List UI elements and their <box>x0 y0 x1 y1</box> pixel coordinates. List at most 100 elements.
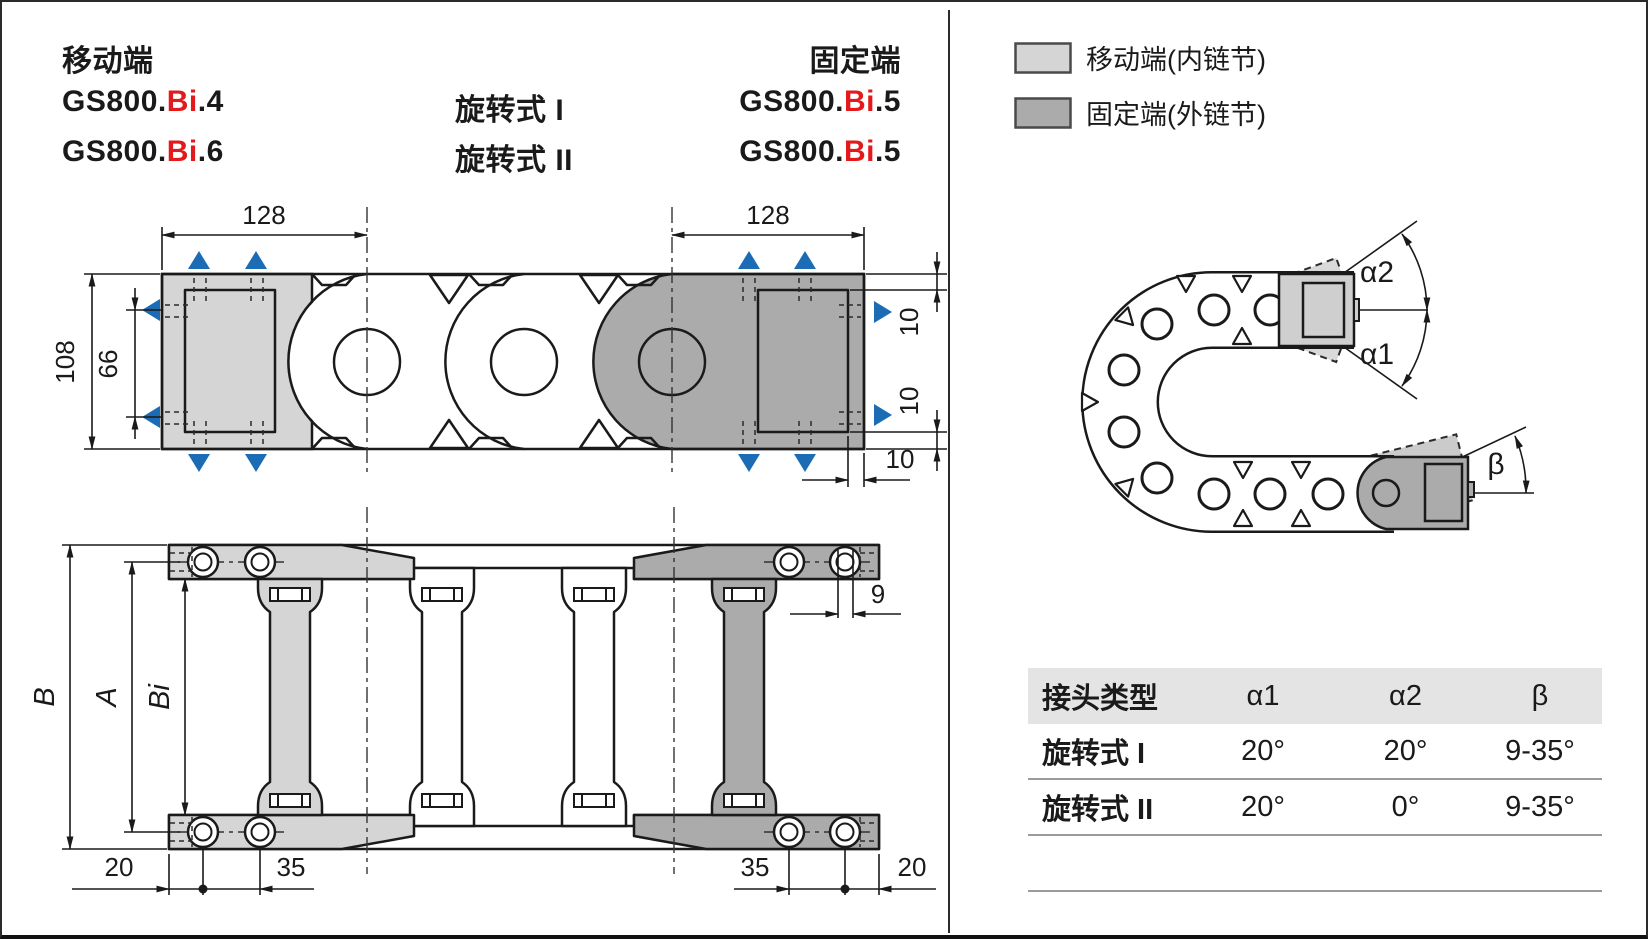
table-row-empty <box>1028 836 1602 892</box>
cell-joint-type: 旋转式 I <box>1042 738 1146 770</box>
cell-beta: 9-35° <box>1505 734 1575 767</box>
model-prefix: GS800. <box>62 85 167 118</box>
datum-up-icon <box>245 251 267 269</box>
beta-label: β <box>1487 448 1504 481</box>
connector-nub <box>1467 481 1475 498</box>
col-header-beta: β <box>1531 679 1549 712</box>
fixed-bracket-top <box>632 543 881 581</box>
plan-view-dimensions: B A Bi 9 20 35 <box>29 544 936 895</box>
model-number-right-1: GS800.Bi.5 <box>739 85 901 119</box>
col-header-alpha2: α2 <box>1389 679 1422 712</box>
dim-35-left: 35 <box>277 852 306 882</box>
swatch <box>1014 96 1072 129</box>
datum-down-icon <box>794 454 816 472</box>
edge-notch <box>311 273 357 450</box>
datum-up-icon <box>738 251 760 269</box>
fixed-bracket-bottom <box>632 813 881 851</box>
top-view: 128 128 108 66 10 10 <box>50 200 947 487</box>
chain-link-holes <box>1107 293 1345 511</box>
datum-down-icon <box>188 454 210 472</box>
legend-label: 移动端(内链节) <box>1086 45 1266 75</box>
legend-swatch-moving-icon <box>1014 41 1072 74</box>
bend-illustration: α2 α1 β <box>1080 220 1534 533</box>
panel-divider <box>948 10 950 933</box>
table-row: 旋转式 I 20° 20° 9-35° <box>1028 724 1602 780</box>
chain-band <box>1083 273 1394 531</box>
fixed-end-bracket-top-view <box>592 272 866 451</box>
datum-right-icon <box>874 404 892 426</box>
model-prefix: GS800. <box>739 85 844 118</box>
model-number-right-2: GS800.Bi.5 <box>739 135 901 169</box>
link-pivot-hole <box>489 327 559 397</box>
model-prefix: GS800. <box>739 135 844 168</box>
moving-crossbar <box>256 577 324 817</box>
dim-9: 9 <box>871 579 885 609</box>
edge-notch <box>468 273 514 450</box>
beta-arc <box>1514 435 1530 494</box>
swatch <box>1014 41 1072 74</box>
model-suffix: .5 <box>874 135 901 168</box>
model-suffix: .4 <box>197 85 224 118</box>
datum-down-icon <box>738 454 760 472</box>
legend-label: 固定端(外链节) <box>1086 100 1266 130</box>
table-row: 旋转式 II 20° 0° 9-35° <box>1028 780 1602 836</box>
moving-end-title: 移动端 <box>62 45 154 78</box>
alpha2-label: α2 <box>1360 256 1394 289</box>
dim-35-right: 35 <box>741 852 770 882</box>
dim-10-top: 10 <box>894 308 924 337</box>
cell-beta: 9-35° <box>1505 790 1575 823</box>
crossbar <box>560 566 628 828</box>
model-param: Bi <box>166 85 198 118</box>
dim-10-corner: 10 <box>886 444 915 474</box>
crossbar <box>408 566 476 828</box>
model-param: Bi <box>166 135 198 168</box>
dim-20-right: 20 <box>898 852 927 882</box>
moving-end-bracket-top-view <box>160 272 314 451</box>
fixed-end-connector <box>1356 455 1470 531</box>
model-param: Bi <box>843 85 875 118</box>
fixed-end-connector-cavity <box>1423 462 1464 523</box>
cell-alpha2: 0° <box>1391 790 1420 823</box>
cell-alpha1: 20° <box>1241 790 1285 823</box>
datum-down-icon <box>245 454 267 472</box>
model-prefix: GS800. <box>62 135 167 168</box>
cell-joint-type: 旋转式 II <box>1042 794 1154 826</box>
fixed-crossbar <box>710 577 778 817</box>
moving-end-cavity <box>183 288 277 434</box>
legend-item-moving: 移动端(内链节) <box>1014 38 1266 77</box>
dim-A: A <box>91 687 123 708</box>
dim-128-left: 128 <box>242 200 285 230</box>
connector-nub <box>1353 298 1360 322</box>
fixed-end-pivot <box>1371 478 1401 508</box>
dim-66: 66 <box>93 350 123 379</box>
hidden-hole-lines <box>165 278 861 445</box>
dim-128-right: 128 <box>746 200 789 230</box>
datum-right-icon <box>874 301 892 323</box>
alpha1-arc <box>1401 309 1431 387</box>
edge-notch <box>616 273 662 450</box>
dim-10-bottom: 10 <box>894 387 924 416</box>
cell-alpha2: 20° <box>1383 734 1428 767</box>
dim-B: B <box>29 687 61 706</box>
alpha1-label: α1 <box>1360 338 1394 371</box>
cell-alpha1: 20° <box>1241 734 1285 767</box>
legend-item-fixed: 固定端(外链节) <box>1014 93 1266 132</box>
model-number-left-2: GS800.Bi.6 <box>62 135 224 169</box>
dim-Bi: Bi <box>144 683 176 710</box>
fixed-end-cavity <box>756 288 850 434</box>
moving-end-connector <box>1277 272 1356 348</box>
model-param: Bi <box>843 135 875 168</box>
legend-swatch-fixed-icon <box>1014 96 1072 129</box>
type-label-2: 旋转式 II <box>455 144 574 177</box>
moving-end-connector-cavity <box>1301 281 1346 339</box>
plan-view: B A Bi 9 20 35 <box>29 507 936 895</box>
crossbar-tabs <box>269 587 765 808</box>
col-header-joint-type: 接头类型 <box>1042 683 1159 715</box>
col-header-alpha1: α1 <box>1246 679 1280 712</box>
joint-angle-table: 接头类型 α1 α2 β 旋转式 I 20° 20° 9-35° 旋转式 II … <box>1028 668 1602 892</box>
type-label-1: 旋转式 I <box>455 94 565 127</box>
datum-up-icon <box>794 251 816 269</box>
model-suffix: .5 <box>874 85 901 118</box>
